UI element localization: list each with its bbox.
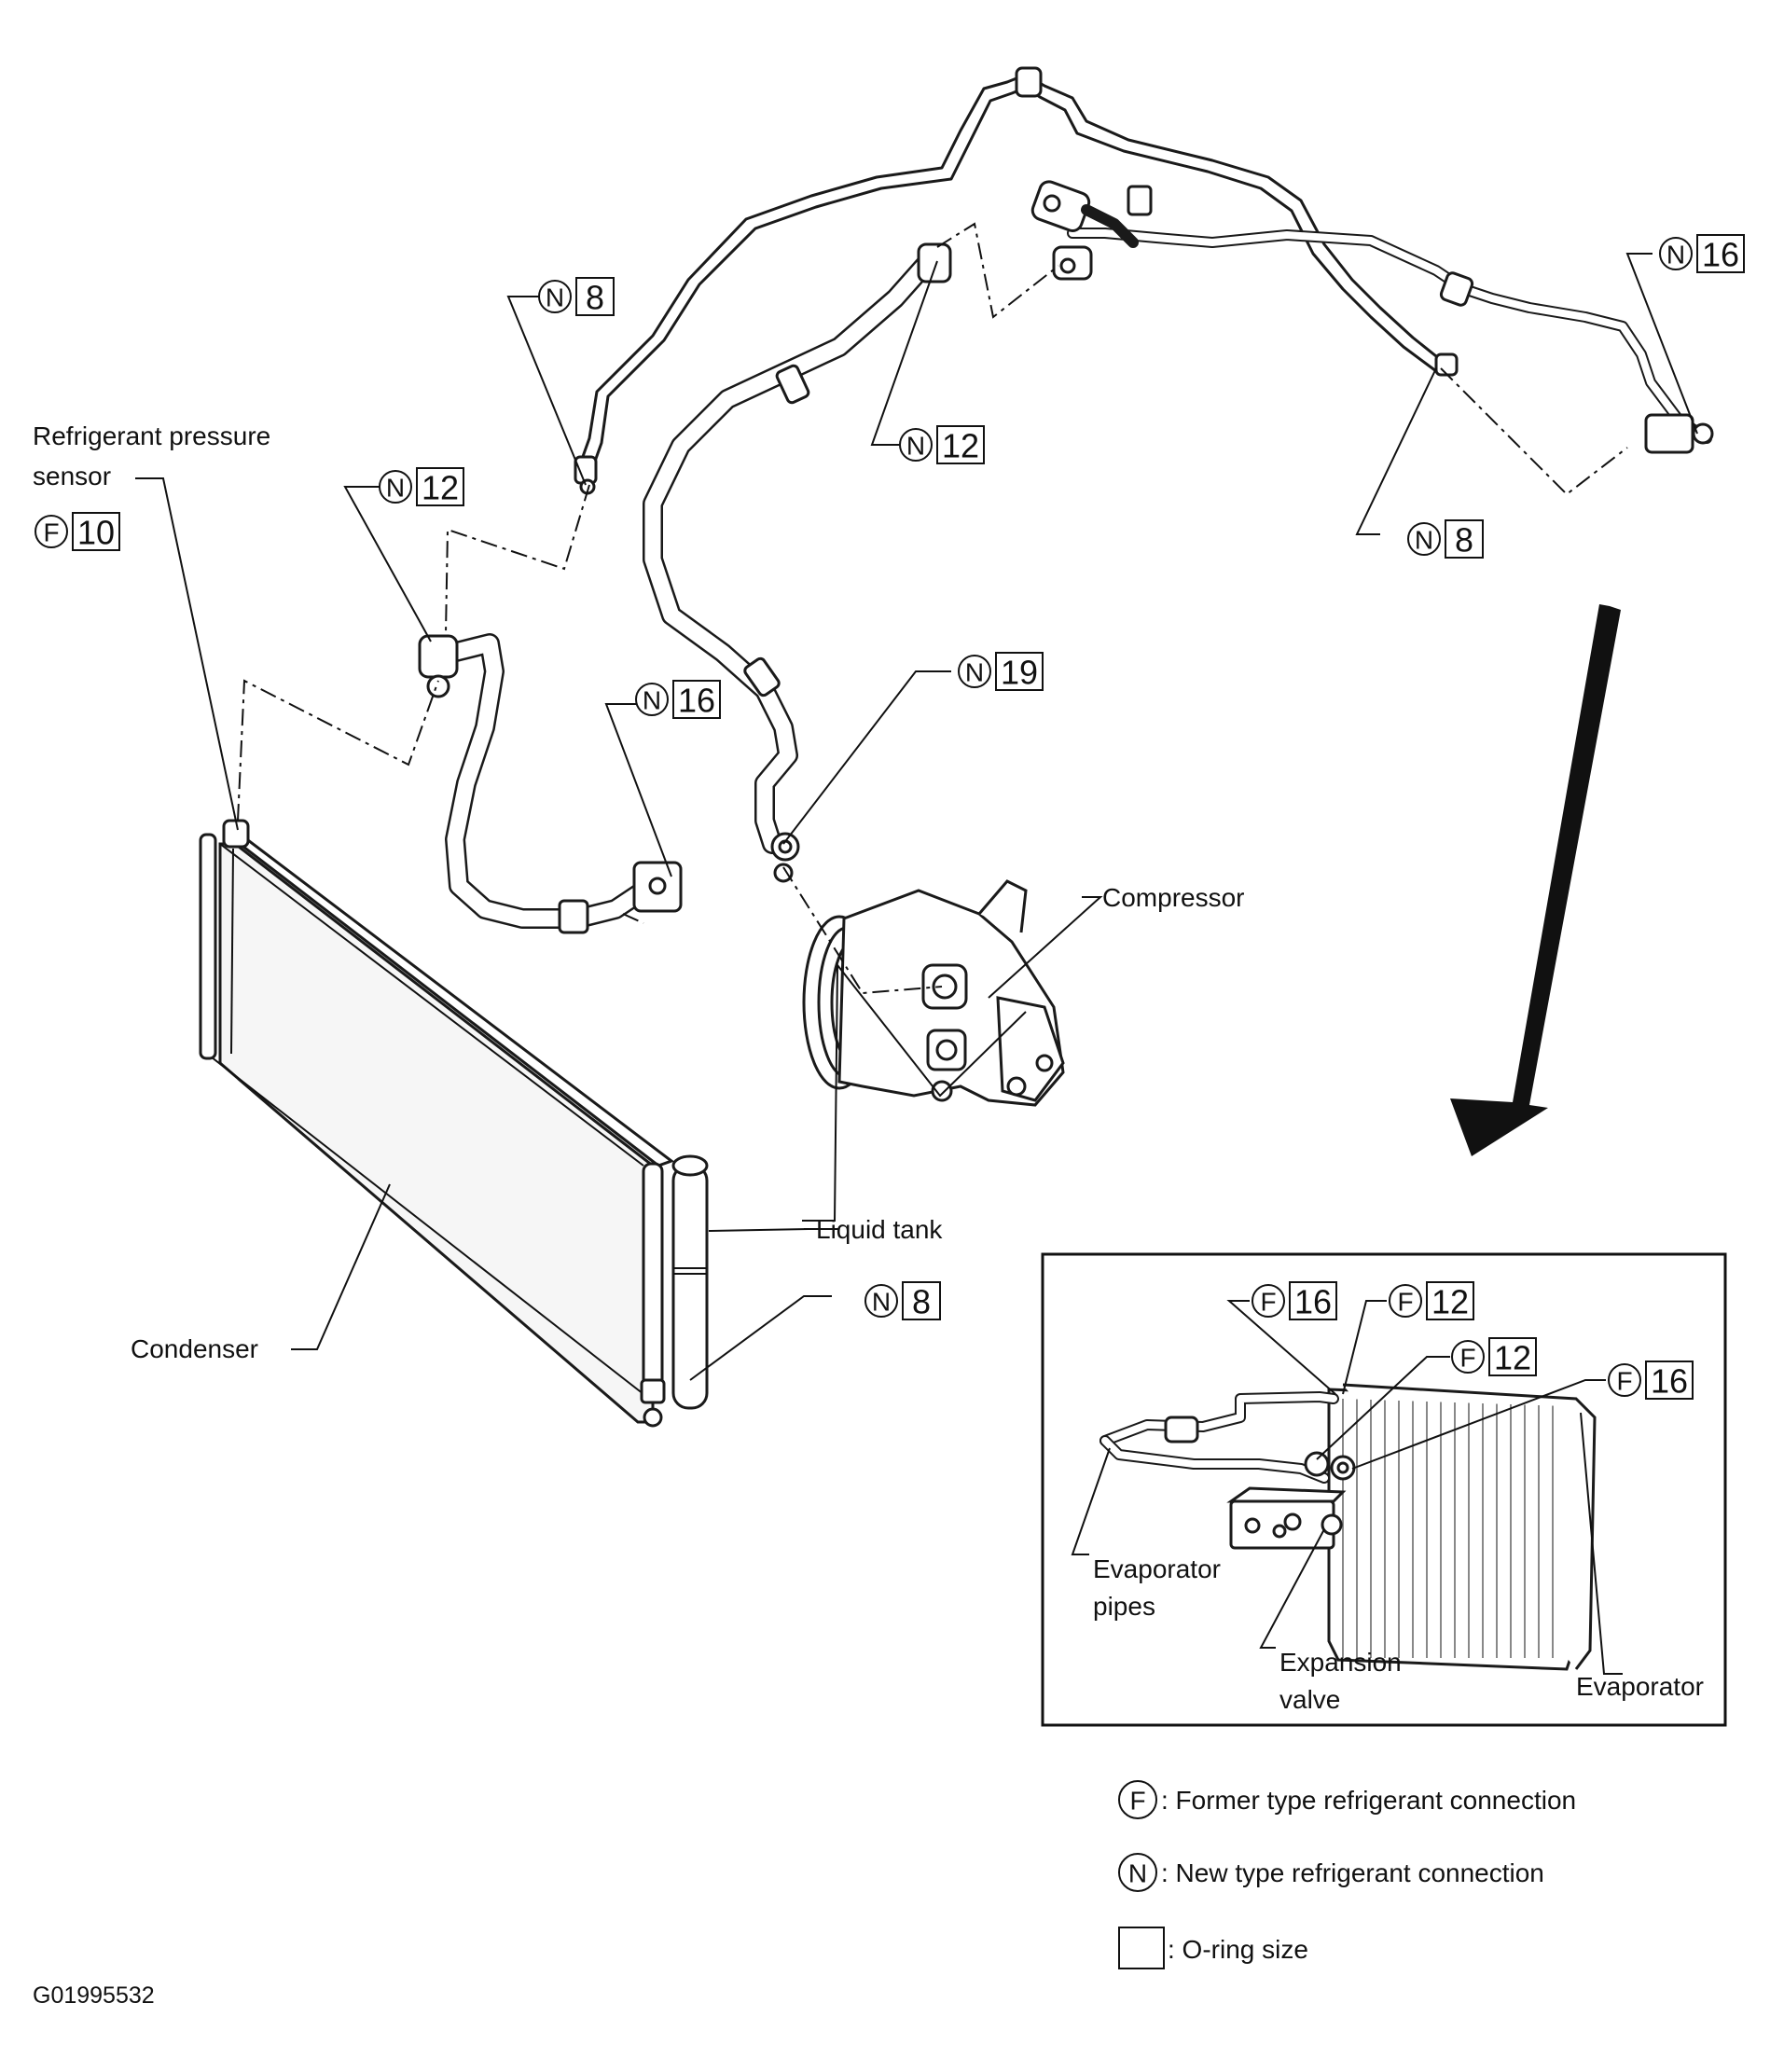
low-pressure-hose <box>643 242 952 883</box>
expansion-valve-label-line2: valve <box>1279 1685 1340 1714</box>
condenser <box>199 819 675 1424</box>
legend-former-type: F : Former type refrigerant connection <box>1118 1780 1576 1819</box>
svg-text:12: 12 <box>422 469 459 507</box>
callout-n12-left: N 12 <box>379 467 464 507</box>
callout-f10-sensor: F 10 <box>35 512 120 552</box>
svg-text:16: 16 <box>678 682 715 720</box>
svg-text:16: 16 <box>1702 236 1739 274</box>
callout-n16-middle: N 16 <box>635 680 721 720</box>
expansion-valve-label-line1: Expansion <box>1279 1648 1402 1677</box>
callout-n19-compressor: N 19 <box>958 652 1044 692</box>
evaporator-label: Evaporator <box>1576 1672 1704 1701</box>
compressor-label: Compressor <box>1102 883 1244 912</box>
svg-text:F: F <box>1397 1288 1413 1317</box>
refrigerant-pressure-sensor-label-line2: sensor <box>33 462 111 490</box>
svg-text:N: N <box>1128 1859 1147 1888</box>
suction-pipe-right <box>1067 228 1714 454</box>
svg-text:N: N <box>906 432 925 461</box>
callout-n8-upper: N 8 <box>538 277 615 317</box>
svg-text:10: 10 <box>77 514 115 552</box>
svg-text:8: 8 <box>1455 521 1473 559</box>
svg-text:16: 16 <box>1651 1362 1688 1401</box>
arrow-to-inset <box>1450 604 1621 1156</box>
refrigerant-pressure-sensor-label-line1: Refrigerant pressure <box>33 421 270 450</box>
top-block-joint <box>1030 180 1153 281</box>
compressor <box>802 879 1065 1107</box>
svg-text:12: 12 <box>1431 1283 1469 1321</box>
svg-text:16: 16 <box>1294 1283 1332 1321</box>
svg-text:N: N <box>1666 241 1685 269</box>
svg-text:12: 12 <box>1494 1339 1531 1377</box>
connection-lines <box>237 222 1628 995</box>
svg-text:N: N <box>546 283 564 312</box>
svg-text:N: N <box>643 686 661 715</box>
callout-n16-right: N 16 <box>1659 234 1745 274</box>
svg-text:N: N <box>872 1288 891 1317</box>
condenser-label: Condenser <box>131 1334 258 1363</box>
svg-text:N: N <box>965 658 984 687</box>
svg-text:: New type refrigerant connect: : New type refrigerant connection <box>1161 1858 1544 1887</box>
evaporator-inset <box>1041 1252 1727 1727</box>
callout-f16-inset-left: F 16 <box>1252 1281 1337 1321</box>
callout-f16-inset-right: F 16 <box>1608 1361 1694 1401</box>
figure-id: G01995532 <box>33 1982 155 2009</box>
leader-lines <box>135 253 1698 1381</box>
svg-text:19: 19 <box>1001 654 1038 692</box>
evaporator-pipes-label-line2: pipes <box>1093 1592 1155 1621</box>
svg-text:F: F <box>1459 1344 1475 1373</box>
callout-n8-liquid-tank: N 8 <box>864 1281 941 1321</box>
svg-text:: O-ring size: : O-ring size <box>1168 1935 1308 1964</box>
evaporator-core <box>1327 1383 1597 1671</box>
svg-text:8: 8 <box>586 279 604 317</box>
liquid-tank <box>640 1154 709 1428</box>
legend-new-type: N : New type refrigerant connection <box>1118 1853 1544 1892</box>
legend: F : Former type refrigerant connection N… <box>1118 1780 1576 1969</box>
svg-text:8: 8 <box>912 1283 931 1321</box>
callout-f12-inset-middle: F 12 <box>1451 1337 1537 1377</box>
svg-text:F: F <box>1129 1787 1145 1816</box>
condenser-inlet-hose <box>418 633 683 934</box>
svg-text:F: F <box>1616 1367 1632 1396</box>
svg-text:F: F <box>43 518 59 547</box>
legend-o-ring-size: : O-ring size <box>1118 1927 1308 1969</box>
callout-n8-right: N 8 <box>1407 519 1484 559</box>
svg-text:F: F <box>1260 1288 1276 1317</box>
liquid-tank-label: Liquid tank <box>816 1215 943 1244</box>
callout-f12-inset-top: F 12 <box>1389 1281 1474 1321</box>
svg-text:12: 12 <box>942 427 979 465</box>
svg-text:N: N <box>1415 526 1433 555</box>
svg-text:: Former type refrigerant conn: : Former type refrigerant connection <box>1161 1786 1576 1815</box>
callout-n12-top: N 12 <box>899 425 985 465</box>
expansion-valve <box>1226 1486 1347 1550</box>
svg-text:N: N <box>386 474 405 503</box>
evaporator-pipes-label-line1: Evaporator <box>1093 1554 1221 1583</box>
